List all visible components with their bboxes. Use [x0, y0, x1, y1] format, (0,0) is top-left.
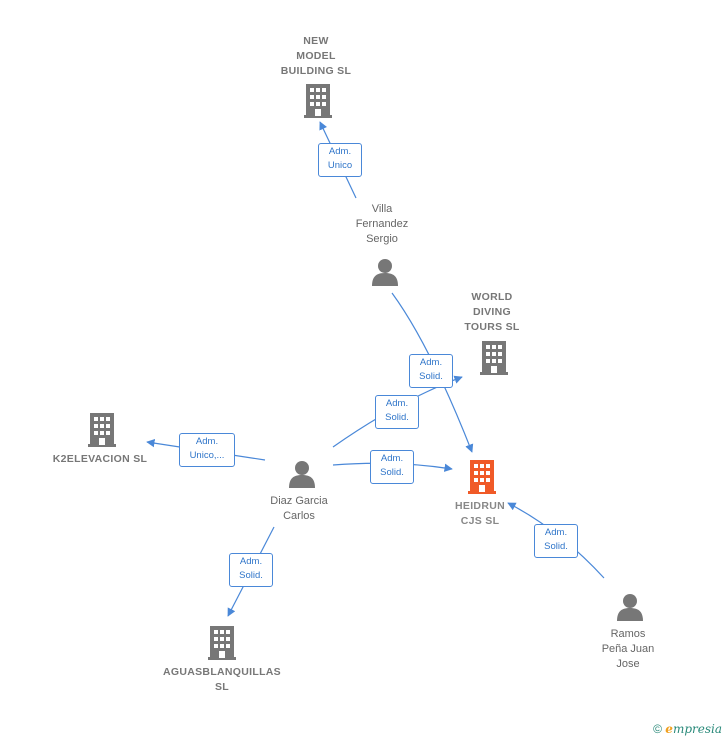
building-icon[interactable] [208, 626, 236, 660]
person-icon[interactable] [617, 594, 643, 621]
node-label-heidrun-cjs[interactable]: HEIDRUN CJS SL [455, 500, 505, 527]
edge-label-diaz-world[interactable]: Adm. Solid. [375, 395, 419, 429]
building-icon[interactable] [468, 460, 496, 494]
node-label-villa-fernandez-sergio[interactable]: Villa Fernandez Sergio [355, 203, 409, 245]
building-icon[interactable] [480, 341, 508, 375]
node-label-aguasblanquillas[interactable]: AGUASBLANQUILLAS SL [163, 666, 281, 693]
edge-label-villa-heidrun[interactable]: Adm. Solid. [409, 354, 453, 388]
empresia-logo: empresia [665, 722, 722, 736]
copyright-symbol: © [653, 722, 662, 736]
node-label-k2elevacion[interactable]: K2ELEVACION SL [52, 453, 148, 465]
edge-label-ramos-heidrun[interactable]: Adm. Solid. [534, 524, 578, 558]
building-icon[interactable] [304, 84, 332, 118]
empresia-watermark: © empresia [653, 722, 722, 736]
node-label-new-model-building[interactable]: NEW MODEL BUILDING SL [280, 35, 352, 77]
edge-label-diaz-heidrun[interactable]: Adm. Solid. [370, 450, 414, 484]
edge-label-villa-newmodel[interactable]: Adm. Unico [318, 143, 362, 177]
person-icon[interactable] [289, 461, 315, 488]
node-label-world-diving-tours[interactable]: WORLD DIVING TOURS SL [464, 291, 520, 333]
person-icon[interactable] [372, 259, 398, 286]
edge-label-diaz-k2[interactable]: Adm. Unico,... [179, 433, 235, 467]
edge-label-diaz-aguas[interactable]: Adm. Solid. [229, 553, 273, 587]
node-label-diaz-garcia-carlos[interactable]: Diaz Garcia Carlos [270, 495, 328, 522]
node-label-ramos-pena-juan-jose[interactable]: Ramos Peña Juan Jose [601, 628, 655, 670]
building-icon[interactable] [88, 413, 116, 447]
